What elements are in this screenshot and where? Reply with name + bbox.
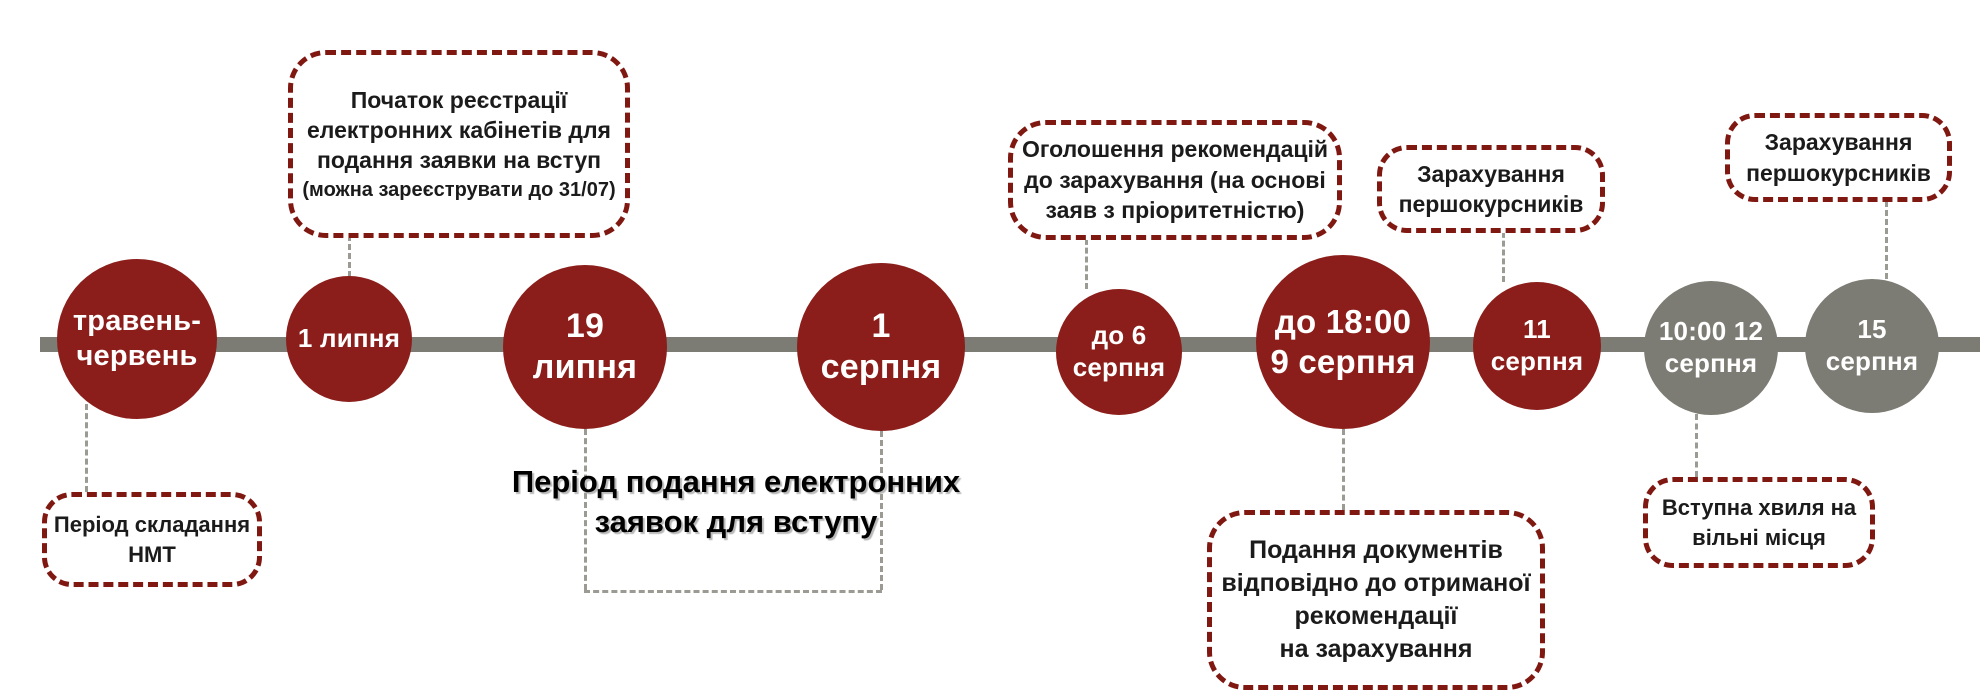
node-date-line: серпня [1664, 348, 1758, 378]
callout-text-line: Початок реєстрації [350, 86, 568, 113]
node-date-line: серпня [1072, 352, 1166, 382]
node-date-line: серпня [1490, 346, 1584, 376]
title-line: заявок для вступу [594, 503, 878, 539]
callout-text-line: подання заявки на вступ [316, 147, 602, 174]
callout-text-line: Зарахування [1764, 129, 1913, 156]
connector-august-12-to-free [1695, 414, 1698, 477]
callout-enrollment-freshmen-first: Зарахування першокурсників [1377, 145, 1605, 233]
timeline-node-august-6: до 6 серпня [1056, 289, 1182, 415]
connector-may-june-to-nmt [85, 404, 88, 492]
node-date-line: серпня [1825, 346, 1919, 376]
connector-period-left [584, 429, 587, 590]
connector-period-bottom [584, 590, 882, 593]
timeline-node-july-19: 19 липня [503, 265, 667, 429]
connector-registration-to-july-1 [348, 226, 351, 277]
title-line: Період подання електронних [511, 464, 961, 499]
connector-period-right [880, 431, 883, 590]
callout-text-line: першокурсників [1746, 159, 1931, 186]
node-date-line: до 18:00 [1274, 302, 1412, 340]
callout-text-line: Вступна хвиля на [1661, 495, 1857, 521]
callout-text-line: першокурсників [1398, 191, 1584, 217]
connector-august-9-to-documents [1342, 429, 1345, 510]
callout-documents-submission: Подання документів відповідно до отриман… [1207, 510, 1545, 690]
connector-enroll-to-august-11 [1502, 223, 1505, 282]
timeline-node-august-12: 10:00 12 серпня [1644, 281, 1778, 415]
node-date-line: 1 липня [297, 323, 401, 354]
callout-text-line: Подання документів [1249, 536, 1503, 564]
callout-text-line: НМТ [128, 541, 176, 567]
callout-nmt-period: Період складання НМТ [42, 492, 262, 587]
node-date-line: до 6 [1091, 320, 1147, 351]
callout-recommendations-announcement: Оголошення рекомендацій до зарахування (… [1008, 120, 1342, 240]
node-date-line: червень [76, 340, 198, 372]
node-date-line: 19 [565, 306, 605, 345]
callout-text-line: до зарахування (на основі [1024, 166, 1326, 193]
timeline-node-august-1: 1 серпня [797, 263, 965, 431]
timeline-node-august-11: 11 серпня [1473, 282, 1601, 410]
callout-text-line: вільні місця [1692, 524, 1826, 550]
callout-text-line: відповідно до отриманої [1221, 569, 1531, 597]
node-date-line: 9 серпня [1270, 343, 1416, 380]
node-date-line: 11 [1523, 314, 1551, 345]
callout-text-line: заяв з пріоритетністю) [1045, 197, 1305, 224]
node-date-line: 10:00 12 [1658, 316, 1764, 347]
node-date-line: травень- [72, 304, 202, 337]
connector-recommend-to-august-6 [1085, 230, 1088, 289]
callout-note-line: (можна зареєструвати до 31/07) [302, 178, 616, 201]
timeline-node-august-15: 15 серпня [1805, 279, 1939, 413]
callout-text-line: Період складання [53, 512, 251, 538]
connector-enroll-to-august-15 [1885, 192, 1888, 279]
node-date-line: 15 [1857, 314, 1887, 345]
timeline-node-may-june: травень- червень [57, 259, 217, 419]
callout-text-line: електронних кабінетів для [307, 117, 611, 144]
callout-text-line: на зарахування [1279, 635, 1473, 663]
application-period-title: Період подання електронних заявок для вс… [500, 462, 972, 541]
timeline-node-august-9: до 18:00 9 серпня [1256, 255, 1430, 429]
node-date-line: 1 [871, 306, 891, 345]
callout-free-places-wave: Вступна хвиля на вільні місця [1643, 477, 1875, 568]
callout-text-line: Зарахування [1417, 160, 1565, 187]
timeline-node-july-1: 1 липня [286, 276, 412, 402]
node-date-line: липня [532, 348, 638, 386]
callout-enrollment-freshmen-second: Зарахування першокурсників [1725, 113, 1952, 202]
node-date-line: серпня [820, 348, 942, 386]
callout-registration-start: Початок реєстрації електронних кабінетів… [288, 50, 630, 238]
callout-text-line: Оголошення рекомендацій [1021, 136, 1329, 163]
callout-text-line: рекомендації [1294, 602, 1458, 630]
